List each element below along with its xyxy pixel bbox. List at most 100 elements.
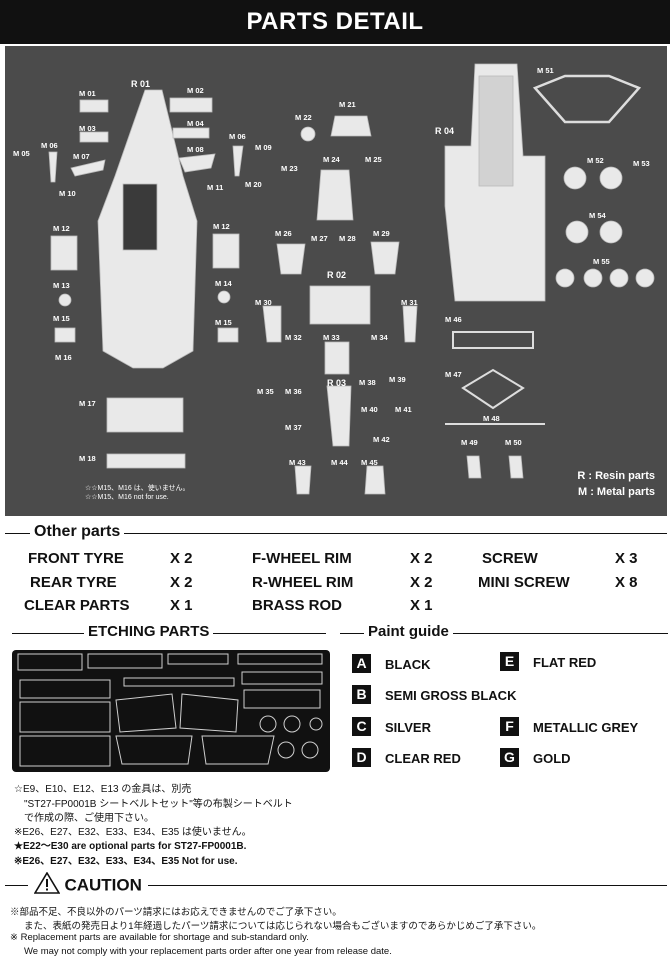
part-label: M 23 — [281, 164, 298, 173]
part-label: M 50 — [505, 438, 522, 447]
note-line: ※E26、E27、E32、E33、E34、E35 は使いません。 — [14, 827, 252, 838]
paint-code-badge: F — [500, 717, 519, 736]
part-label: M 51 — [537, 66, 554, 75]
part-label: M 55 — [593, 257, 610, 266]
other-parts-title: Other parts — [30, 523, 125, 541]
divider — [5, 885, 667, 886]
part-qty: X 2 — [410, 550, 433, 567]
caution-line: また、表紙の発売日より1年経過したパーツ請求については応じられない場合もございま… — [24, 921, 542, 932]
part-label: M 07 — [73, 152, 90, 161]
paint-code-badge: D — [352, 748, 371, 767]
part-label: M 39 — [389, 375, 406, 384]
paint-code-badge: A — [352, 654, 371, 673]
paint-code-badge: G — [500, 748, 519, 767]
paint-name: BLACK — [385, 657, 431, 672]
paint-code-badge: B — [352, 685, 371, 704]
part-qty: X 2 — [410, 574, 433, 591]
part-name: CLEAR PARTS — [24, 597, 130, 614]
part-label: M 53 — [633, 159, 650, 168]
part-label: R 03 — [327, 378, 347, 388]
caution-title: CAUTION — [64, 875, 142, 895]
part-label: M 06 — [41, 141, 58, 150]
paint-name: SEMI GROSS BLACK — [385, 688, 517, 703]
part-name: MINI SCREW — [478, 574, 570, 591]
paint-name: GOLD — [533, 751, 571, 766]
part-label: M 18 — [79, 454, 96, 463]
etching-illustration — [17, 653, 323, 767]
part-label: M 35 — [257, 387, 274, 396]
legend-metal: M : Metal parts — [577, 486, 655, 498]
part-label: M 42 — [373, 435, 390, 444]
page-title: PARTS DETAIL — [0, 0, 670, 44]
part-label: M 14 — [215, 279, 232, 288]
part-label: M 10 — [59, 189, 76, 198]
part-label: M 52 — [587, 156, 604, 165]
part-label: M 49 — [461, 438, 478, 447]
part-label: M 29 — [373, 229, 390, 238]
part-label: M 06 — [229, 132, 246, 141]
paint-code-badge: C — [352, 717, 371, 736]
part-label: M 45 — [361, 458, 378, 467]
part-label: M 20 — [245, 180, 262, 189]
part-label: M 31 — [401, 298, 418, 307]
etching-sheet-image — [12, 650, 330, 772]
part-label: R 02 — [327, 270, 347, 280]
part-qty: X 3 — [615, 550, 638, 567]
part-label: M 16 — [55, 353, 72, 362]
part-label: M 40 — [361, 405, 378, 414]
part-label: M 09 — [255, 143, 272, 152]
note-line: "ST27-FP0001B シートベルトセット"等の布製シートベルト — [24, 799, 293, 810]
part-name: R-WHEEL RIM — [252, 574, 354, 591]
part-label: M 32 — [285, 333, 302, 342]
part-name: SCREW — [482, 550, 538, 567]
part-label: M 46 — [445, 315, 462, 324]
part-label: R 04 — [435, 126, 455, 136]
part-label: M 30 — [255, 298, 272, 307]
part-label: M 13 — [53, 281, 70, 290]
part-label: M 26 — [275, 229, 292, 238]
part-label: M 15 — [53, 314, 70, 323]
part-label: M 15 — [215, 318, 232, 327]
part-label: R 01 — [131, 79, 151, 89]
note-line: ★E22～E30 are optional parts for ST27-FP0… — [14, 841, 247, 852]
part-qty: X 1 — [170, 597, 193, 614]
paint-name: METALLIC GREY — [533, 720, 639, 735]
paint-code-badge: E — [500, 652, 519, 671]
part-label: M 22 — [295, 113, 312, 122]
part-label: M 47 — [445, 370, 462, 379]
part-label: M 28 — [339, 234, 356, 243]
paint-guide-title: Paint guide — [364, 623, 453, 640]
part-label: M 38 — [359, 378, 376, 387]
note-line: ☆E9、E10、E12、E13 の金具は、別売 — [14, 784, 192, 795]
paint-name: CLEAR RED — [385, 751, 461, 766]
note-line: ※E26、E27、E32、E33、E34、E35 Not for use. — [14, 856, 238, 867]
part-label: M 25 — [365, 155, 382, 164]
part-label: M 33 — [323, 333, 340, 342]
part-label: M 41 — [395, 405, 412, 414]
part-label: M 04 — [187, 119, 204, 128]
part-label: M 11 — [207, 183, 224, 192]
parts-illustration — [48, 63, 655, 495]
part-label: M 21 — [339, 100, 356, 109]
part-label: M 27 — [311, 234, 328, 243]
part-name: BRASS ROD — [252, 597, 343, 614]
note-line: で作成の際、ご使用下さい。 — [24, 813, 154, 824]
part-name: F-WHEEL RIM — [252, 550, 352, 567]
caution-line: ※部品不足、不良以外のパーツ請求にはお応えできませんのでご了承下さい。 — [10, 907, 342, 918]
part-label: M 36 — [285, 387, 302, 396]
unused-parts-note: ☆☆M15、M16 は、使いません。 ☆☆M15、M16 not for use… — [85, 485, 190, 501]
part-label: M 24 — [323, 155, 340, 164]
part-label: M 37 — [285, 423, 302, 432]
caution-line: ※ Replacement parts are available for sh… — [10, 932, 309, 943]
divider — [5, 533, 667, 534]
part-label: M 03 — [79, 124, 96, 133]
etching-parts-title: ETCHING PARTS — [84, 623, 214, 640]
part-label: M 48 — [483, 414, 500, 423]
warning-icon — [33, 871, 61, 899]
part-label: M 43 — [289, 458, 306, 467]
part-label: M 54 — [589, 211, 606, 220]
part-label: M 17 — [79, 399, 96, 408]
divider — [340, 633, 668, 634]
part-name: FRONT TYRE — [28, 550, 124, 567]
caution-line: We may not comply with your replacement … — [24, 946, 392, 957]
